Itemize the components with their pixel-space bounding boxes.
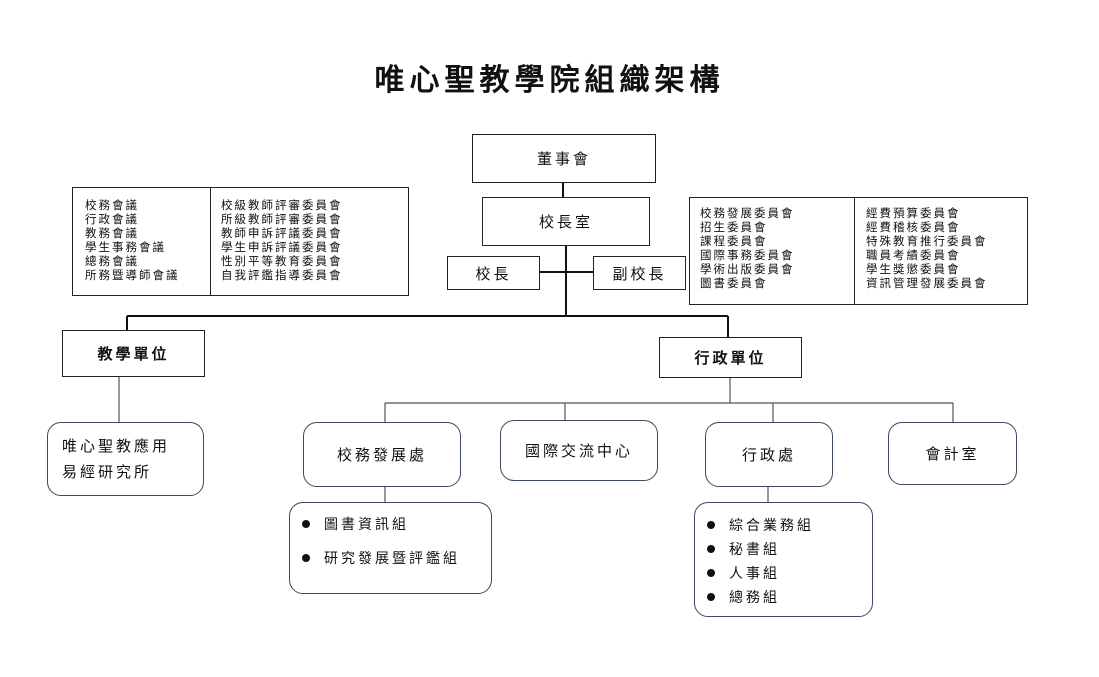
vice-president-box: 副校長 bbox=[593, 256, 686, 290]
president-office-box: 校長室 bbox=[482, 197, 650, 246]
councils-table bbox=[72, 187, 409, 296]
list-item: 圖書委員會 bbox=[700, 276, 768, 290]
development-groups-list: 圖書資訊組 研究發展暨評鑑組 bbox=[302, 511, 460, 571]
list-item: 總務組 bbox=[707, 585, 814, 609]
bullet-icon bbox=[302, 554, 310, 562]
list-item: 招生委員會 bbox=[700, 220, 768, 234]
bullet-icon bbox=[707, 545, 715, 553]
list-item: 教師申訴評議委員會 bbox=[221, 226, 343, 240]
list-item: 圖書資訊組 bbox=[302, 511, 460, 537]
bullet-icon bbox=[302, 520, 310, 528]
list-item: 經費稽核委員會 bbox=[866, 220, 961, 234]
administration-groups-box bbox=[694, 502, 873, 617]
administration-office-box: 行政處 bbox=[705, 422, 833, 487]
page-title: 唯心聖教學院組織架構 bbox=[374, 63, 725, 98]
list-item: 校務會議 bbox=[85, 198, 139, 212]
teaching-unit-box: 教學單位 bbox=[62, 330, 205, 377]
list-item: 性別平等教育委員會 bbox=[221, 254, 343, 268]
list-item: 人事組 bbox=[707, 561, 814, 585]
president-box: 校長 bbox=[447, 256, 540, 290]
list-item: 校務發展委員會 bbox=[700, 206, 795, 220]
list-item: 秘書組 bbox=[707, 537, 814, 561]
board-box: 董事會 bbox=[472, 134, 656, 183]
institute-box: 唯心聖教應用易經研究所 bbox=[47, 422, 204, 496]
list-item: 總務會議 bbox=[85, 254, 139, 268]
accounting-office-box: 會計室 bbox=[888, 422, 1017, 485]
councils-list: 校務會議 行政會議 教務會議 學生事務會議 總務會議 所務暨導師會議 bbox=[85, 198, 180, 282]
list-item: 經費預算委員會 bbox=[866, 206, 961, 220]
committees-right-list-1: 校務發展委員會 招生委員會 課程委員會 國際事務委員會 學術出版委員會 圖書委員… bbox=[700, 206, 795, 290]
bullet-icon bbox=[707, 569, 715, 577]
bullet-icon bbox=[707, 521, 715, 529]
list-item: 學生申訴評議委員會 bbox=[221, 240, 343, 254]
list-item: 校級教師評審委員會 bbox=[221, 198, 343, 212]
institute-label: 唯心聖教應用易經研究所 bbox=[62, 437, 171, 481]
development-groups-box bbox=[289, 502, 492, 594]
committees-table bbox=[689, 197, 1028, 305]
list-item: 特殊教育推行委員會 bbox=[866, 234, 988, 248]
list-item: 研究發展暨評鑑組 bbox=[302, 545, 460, 571]
list-item: 職員考績委員會 bbox=[866, 248, 961, 262]
development-office-box: 校務發展處 bbox=[303, 422, 461, 487]
committees-right-list-2: 經費預算委員會 經費稽核委員會 特殊教育推行委員會 職員考績委員會 學生獎懲委員… bbox=[866, 206, 988, 290]
list-item: 綜合業務組 bbox=[707, 513, 814, 537]
list-item: 自我評鑑指導委員會 bbox=[221, 268, 343, 282]
committees-left-list: 校級教師評審委員會 所級教師評審委員會 教師申訴評議委員會 學生申訴評議委員會 … bbox=[221, 198, 343, 282]
list-item: 學生獎懲委員會 bbox=[866, 262, 961, 276]
list-item: 所務暨導師會議 bbox=[85, 268, 180, 282]
list-item: 學術出版委員會 bbox=[700, 262, 795, 276]
list-item: 教務會議 bbox=[85, 226, 139, 240]
list-item: 所級教師評審委員會 bbox=[221, 212, 343, 226]
list-item: 課程委員會 bbox=[700, 234, 768, 248]
list-item: 國際事務委員會 bbox=[700, 248, 795, 262]
administration-groups-list: 綜合業務組 秘書組 人事組 總務組 bbox=[707, 513, 814, 609]
list-item: 學生事務會議 bbox=[85, 240, 166, 254]
list-item: 行政會議 bbox=[85, 212, 139, 226]
international-center-box: 國際交流中心 bbox=[500, 420, 658, 481]
bullet-icon bbox=[707, 593, 715, 601]
list-item: 資訊管理發展委員會 bbox=[866, 276, 988, 290]
admin-unit-box: 行政單位 bbox=[659, 337, 802, 378]
